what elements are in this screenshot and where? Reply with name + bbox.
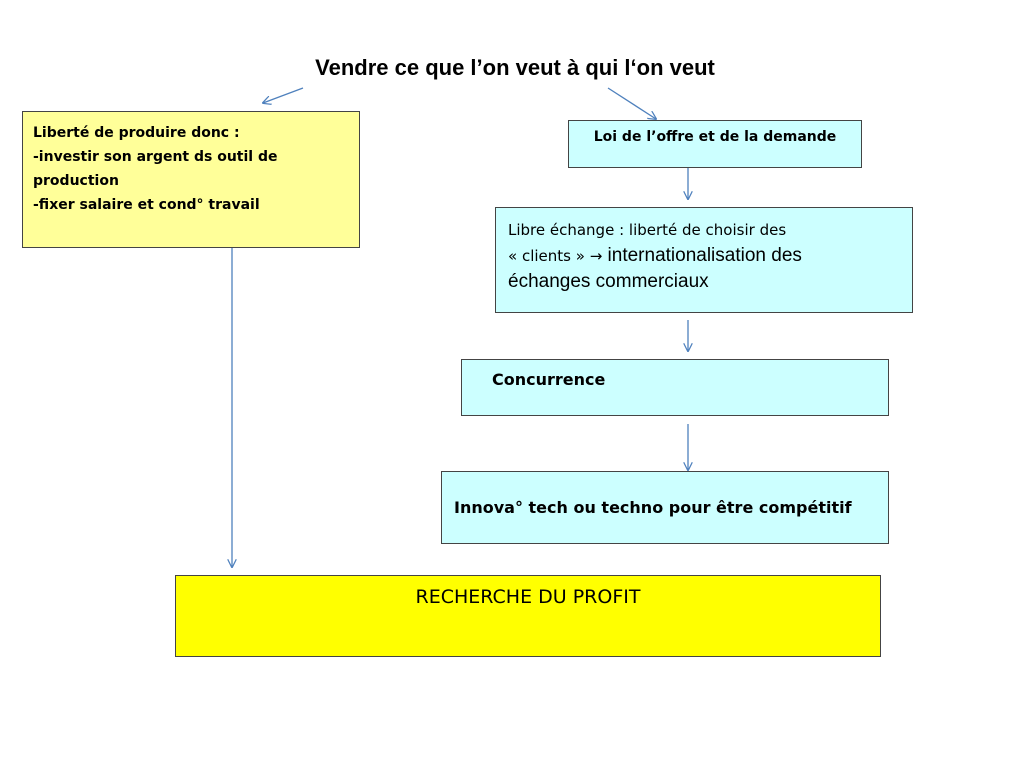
free-trade-line: « clients » → internationalisation des bbox=[508, 243, 900, 269]
competition-label: Concurrence bbox=[492, 370, 606, 389]
right-arrow-icon: → bbox=[589, 247, 603, 265]
innovation-label: Innova° tech ou techno pour être compéti… bbox=[454, 498, 852, 517]
free-trade-line: Libre échange : liberté de choisir des bbox=[508, 221, 787, 239]
profit-box: RECHERCHE DU PROFIT bbox=[175, 575, 881, 657]
competition-box: Concurrence bbox=[461, 359, 889, 416]
supply-demand-law-box: Loi de l’offre et de la demande bbox=[568, 120, 862, 168]
supply-demand-law-label: Loi de l’offre et de la demande bbox=[593, 129, 837, 145]
free-trade-internationalisation-text: internationalisation des bbox=[602, 245, 802, 266]
free-trade-box: Libre échange : liberté de choisir des «… bbox=[495, 207, 913, 313]
arrow-title-to-production bbox=[263, 87, 304, 103]
profit-label: RECHERCHE DU PROFIT bbox=[415, 586, 641, 608]
production-line: -fixer salaire et cond° travail bbox=[33, 197, 260, 213]
production-line: production bbox=[33, 173, 119, 189]
free-trade-clients-text: « clients » bbox=[508, 247, 590, 265]
innovation-box: Innova° tech ou techno pour être compéti… bbox=[441, 471, 889, 544]
diagram-title: Vendre ce que l’on veut à qui l‘on veut bbox=[315, 55, 715, 80]
production-line: -investir son argent ds outil de bbox=[33, 149, 278, 165]
arrow-title-to-law bbox=[607, 87, 656, 119]
production-freedom-box: Liberté de produire donc : -investir son… bbox=[22, 111, 360, 248]
free-trade-line: échanges commerciaux bbox=[508, 271, 709, 292]
production-line: Liberté de produire donc : bbox=[33, 125, 240, 141]
